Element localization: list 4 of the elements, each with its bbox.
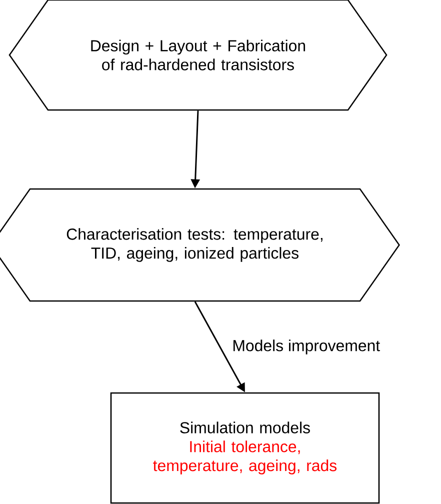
process-box: Simulation models Initial tolerance, temperature, ageing, rads bbox=[110, 392, 380, 504]
hexagon-box: Design + Layout + Fabrication of rad-hardened transistors bbox=[8, 0, 388, 111]
hexagon-box: Characterisation tests: temperature, TID, ageing, ionized particles bbox=[0, 188, 400, 302]
edge-label: Models improvement bbox=[234, 340, 380, 354]
